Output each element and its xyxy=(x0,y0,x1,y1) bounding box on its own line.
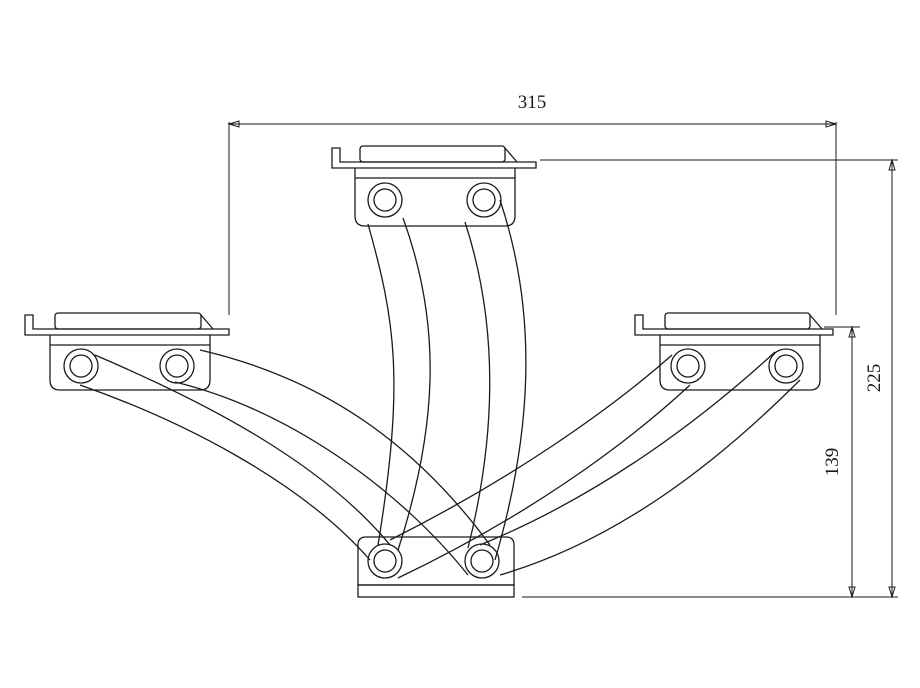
pivot-left-outer xyxy=(63,348,99,384)
bracket-left xyxy=(24,312,230,391)
arms-left-position xyxy=(79,349,491,576)
dimension-total-height-label: 225 xyxy=(864,364,885,393)
bracket-right xyxy=(634,312,834,391)
pivot-base-right xyxy=(464,543,500,579)
pivot-top-left xyxy=(367,182,403,218)
dimension-total-height: 225 xyxy=(522,158,898,599)
bracket-top xyxy=(331,145,537,227)
pivot-top-right xyxy=(466,182,502,218)
arms-right-position xyxy=(389,351,801,579)
pivot-base-left xyxy=(367,543,403,579)
base-bottom xyxy=(357,536,515,598)
dimension-low-height: 139 xyxy=(822,325,860,599)
arms-top-position xyxy=(367,199,527,561)
dimension-low-height-label: 139 xyxy=(822,448,843,477)
dimension-width: 315 xyxy=(227,92,838,315)
pivot-pins xyxy=(63,182,804,579)
dimension-width-label: 315 xyxy=(518,92,547,113)
pivot-right-outer xyxy=(768,348,804,384)
pivot-right-inner xyxy=(670,348,706,384)
pivot-left-inner xyxy=(159,348,195,384)
